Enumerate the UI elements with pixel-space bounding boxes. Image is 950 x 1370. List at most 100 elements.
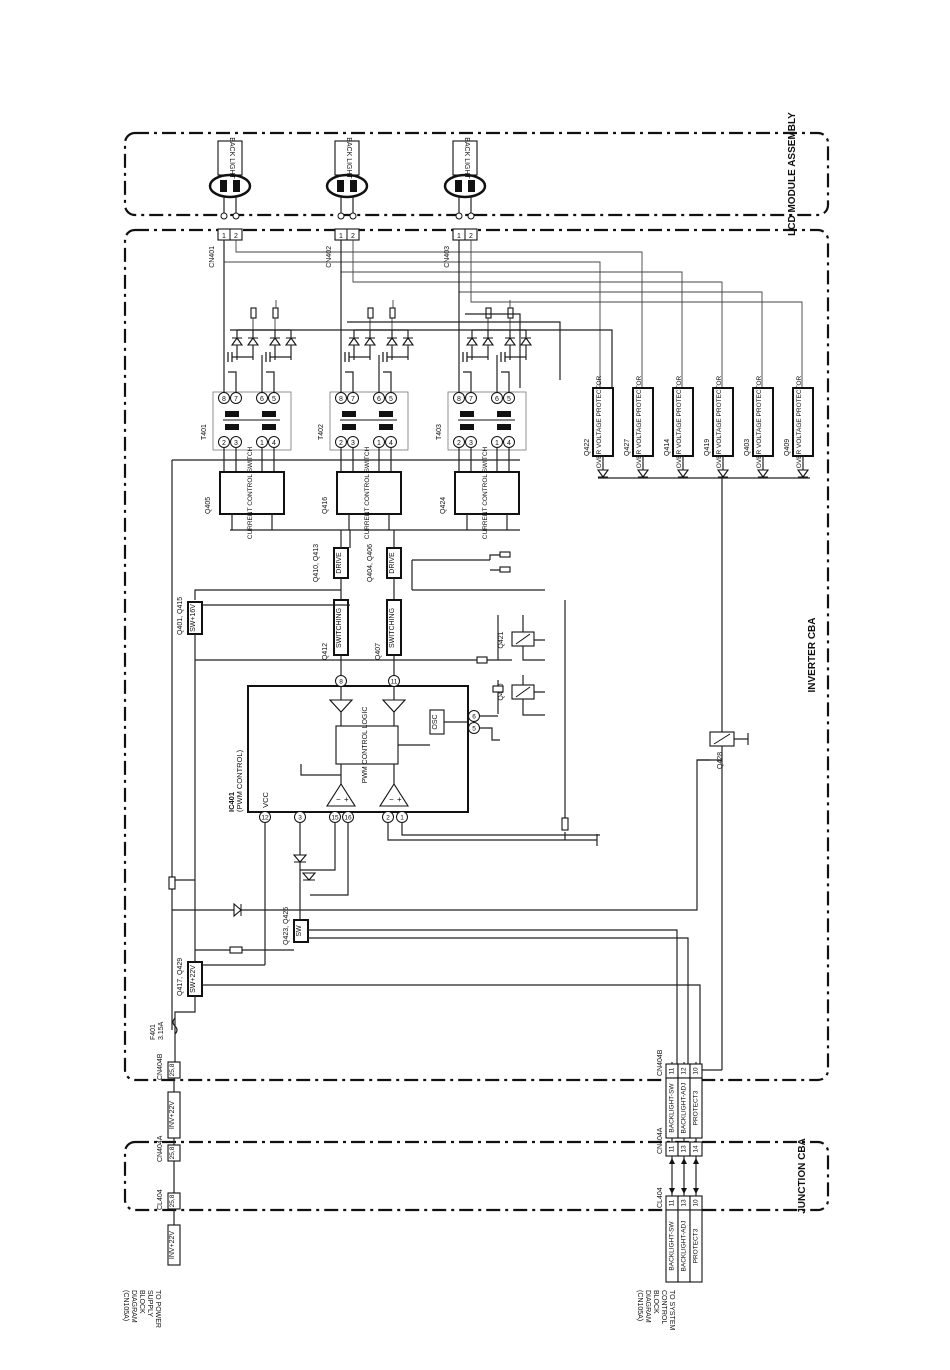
pin-label: 25,8: [169, 1146, 176, 1159]
drive-label: DRIVE: [389, 552, 396, 574]
power-signal-box: INV+22V: [167, 1224, 181, 1266]
signal-label: PROTECT3: [693, 1228, 700, 1263]
pin-label: 11: [669, 1067, 676, 1074]
drive-q404-q406: DRIVE Q404, Q406: [367, 544, 402, 582]
connector-name: CN401: [209, 246, 216, 268]
transformer-name: T402: [318, 424, 325, 440]
ic-pin: 11: [388, 675, 400, 687]
protector-ref: Q414: [664, 439, 671, 456]
svg-text:+: +: [344, 795, 349, 804]
pin-label: 1: [222, 233, 226, 240]
switch-label: CURRENT CONTROL SWITCH: [364, 446, 371, 539]
pin-label: 11: [669, 1199, 676, 1206]
protector-label: OVER VOLTAGE PROTECTOR: [596, 375, 603, 468]
pin-label: 5: [272, 396, 276, 403]
pin-label: 6: [495, 396, 499, 403]
sw-block: SW Q423, Q425: [283, 907, 309, 945]
svg-text:+: +: [397, 795, 402, 804]
pin-label: 7: [234, 396, 238, 403]
switch-label: CURRENT CONTROL SWITCH: [482, 446, 489, 539]
cn404b-power: 25,8 CN404B INV+22V: [157, 1053, 181, 1139]
switch-ref: Q416: [322, 497, 329, 514]
svg-text:TO POWERSUPPLYBLOCKDIAGRAM(CN1: TO POWERSUPPLYBLOCKDIAGRAM(CN105A): [122, 1290, 161, 1328]
ic-pin-label: 11: [391, 679, 398, 686]
svg-text:−: −: [336, 795, 341, 804]
backlight-label: BACK LIGHT: [463, 137, 470, 179]
svg-text:−: −: [389, 795, 394, 804]
signal-label: BACKLIGHT-ADJ: [681, 1083, 688, 1134]
switching-label: SWITCHING: [336, 608, 343, 648]
fuse-ref: F401: [150, 1024, 157, 1040]
protector-q422: OVER VOLTAGE PROTECTOR Q422: [584, 375, 614, 478]
pin-label: 5: [389, 396, 393, 403]
protector-q409: OVER VOLTAGE PROTECTOR Q409: [784, 375, 814, 478]
inverter-label: INVERTER CBA: [807, 617, 818, 692]
connector-name: CN403: [444, 246, 451, 268]
pin-label: 6: [260, 396, 264, 403]
pin-label: 3: [469, 440, 473, 447]
ic-desc: (PWM CONTROL): [235, 749, 244, 812]
junction-label: JUNCTION CBA: [797, 1138, 808, 1214]
switching-ref: Q412: [322, 643, 329, 660]
cn404a-power: 25,8 CN404A: [157, 1135, 181, 1162]
connector-name: CN404A: [657, 1127, 664, 1154]
pin-label: 1: [457, 233, 461, 240]
pin-label: 3: [234, 440, 238, 447]
pin-label: 7: [351, 396, 355, 403]
sw-ref: Q423, Q425: [283, 907, 290, 945]
osc-label: OSC: [432, 714, 439, 729]
connector-name: CN404B: [657, 1049, 664, 1076]
ic-pin-label: 3: [298, 815, 302, 822]
pin-label: 1: [377, 440, 381, 447]
ic-pin: 16: [342, 811, 354, 823]
note-power: TO POWERSUPPLYBLOCKDIAGRAM(CN105A): [122, 1290, 161, 1328]
ic-pin-label: 2: [386, 815, 390, 822]
ic-vcc: VCC: [261, 792, 270, 808]
signal-label: BACKLIGHT-SW: [669, 1221, 676, 1271]
pin-label: 2: [222, 440, 226, 447]
sw16-ref: Q401, Q415: [177, 597, 184, 635]
ic401: IC401 (PWM CONTROL) VCC PWM CONTROL LOGI…: [227, 685, 469, 813]
protector-label: OVER VOLTAGE PROTECTOR: [636, 375, 643, 468]
protector-ref: Q409: [784, 439, 791, 456]
protector-label: OVER VOLTAGE PROTECTOR: [756, 375, 763, 468]
pin-label: 6: [377, 396, 381, 403]
protector-label: OVER VOLTAGE PROTECTOR: [676, 375, 683, 468]
sw-label: SW: [296, 925, 303, 937]
connector-name: CL404: [157, 1189, 164, 1210]
pin-label: 12: [681, 1067, 688, 1075]
pin-label: 8: [339, 396, 343, 403]
pin-label: 8: [222, 396, 226, 403]
ic-pin-label: 8: [339, 679, 343, 686]
switching-q407: SWITCHING Q407: [375, 599, 402, 660]
protector-ref: Q422: [584, 439, 591, 456]
pin-label: 5: [507, 396, 511, 403]
ic-pin-label: 6: [472, 714, 476, 721]
sw22-ref: Q417, Q429: [177, 958, 184, 996]
ic-pin: 15: [329, 811, 341, 823]
switch-bus: [230, 529, 520, 548]
backlight-label: BACK LIGHT: [345, 137, 352, 179]
sw16-block: SW+16V Q401, Q415: [177, 597, 203, 635]
backlight-3: BACK LIGHT: [443, 137, 487, 199]
pwm-logic-label: PWM CONTROL LOGIC: [362, 707, 369, 784]
ic-pin-label: 1: [400, 815, 404, 822]
signal-label: INV+22V: [169, 1231, 176, 1260]
transformer-name: T401: [201, 424, 208, 440]
pin-label: 10: [693, 1067, 700, 1075]
pin-label: 14: [693, 1145, 700, 1153]
protector-label: OVER VOLTAGE PROTECTOR: [796, 375, 803, 468]
connector-cn402: 1 2 CN402: [326, 228, 360, 268]
fuse-f401: F401 3.15A: [150, 1017, 178, 1040]
note-system: TO SYSTEMCONTROLBLOCKDIAGRAM(CN105A): [636, 1290, 675, 1330]
transformer-name: T403: [436, 424, 443, 440]
pin-label: 8: [457, 396, 461, 403]
junction-block: [123, 1140, 830, 1212]
error-amp-1: [325, 782, 357, 807]
lcd-module-label: LCD MODULE ASSEMBLY: [787, 112, 798, 236]
signal-label: INV+22V: [169, 1101, 176, 1130]
